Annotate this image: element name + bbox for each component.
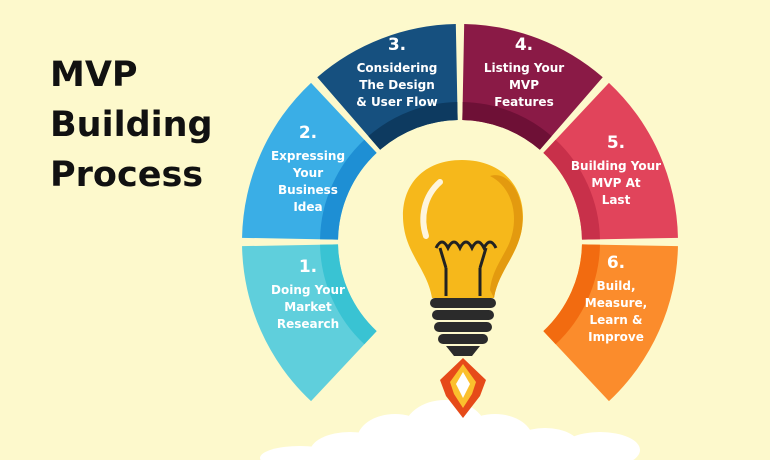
step-4-label-line-2: MVP: [509, 78, 539, 92]
title-line-2: Building: [50, 105, 213, 145]
diagram-title: MVP Building Process: [50, 50, 213, 200]
step-4-label-line-1: Listing Your: [484, 61, 564, 75]
step-6-label-line-2: Measure,: [585, 296, 647, 310]
step-2-label-line-4: Idea: [293, 200, 322, 214]
flame-icon: [440, 358, 486, 418]
step-3-number: 3.: [388, 35, 406, 55]
step-1-number: 1.: [299, 257, 317, 277]
title-line-1: MVP: [50, 55, 138, 95]
step-3-label-line-2: The Design: [359, 78, 435, 92]
segment-3-accent: [368, 102, 458, 150]
step-1-label-line-1: Doing Your: [271, 283, 345, 297]
segment-6-accent: [543, 244, 600, 345]
step-4-label-line-3: Features: [494, 95, 553, 109]
step-3-label-line-3: & User Flow: [356, 95, 437, 109]
step-5-label-line-3: Last: [602, 193, 631, 207]
clouds: [260, 400, 640, 460]
step-2-label-line-2: Your: [292, 166, 323, 180]
step-6-label-line-1: Build,: [596, 279, 635, 293]
step-2-number: 2.: [299, 123, 317, 143]
segment-1-accent: [320, 244, 377, 345]
step-6-number: 6.: [607, 253, 625, 273]
step-3-label-line-1: Considering: [357, 61, 438, 75]
segment-4-accent: [462, 102, 552, 150]
step-1-label-line-3: Research: [277, 317, 339, 331]
step-2-label-line-3: Business: [278, 183, 338, 197]
step-6-label-line-4: Improve: [588, 330, 644, 344]
step-5-label-line-2: MVP At: [591, 176, 640, 190]
title-line-3: Process: [50, 155, 204, 195]
light-bulb-icon: [402, 160, 523, 356]
step-5-label-line-1: Building Your: [571, 159, 661, 173]
step-6-label-line-3: Learn &: [590, 313, 643, 327]
step-2-label-line-1: Expressing: [271, 149, 345, 163]
step-1-label-line-2: Market: [284, 300, 332, 314]
step-5-number: 5.: [607, 133, 625, 153]
segment-5-accent: [543, 139, 600, 240]
segment-2-accent: [320, 139, 377, 240]
step-4-number: 4.: [515, 35, 533, 55]
